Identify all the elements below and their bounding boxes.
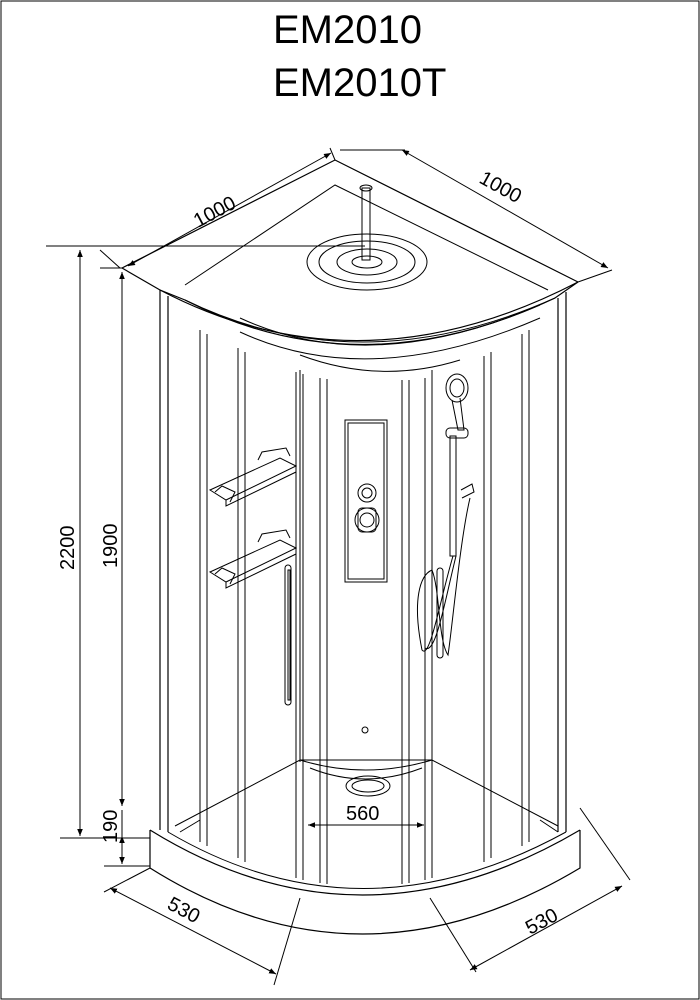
drain [345,775,391,797]
door-handle-left [284,564,292,706]
dim-text-tray-height: 190 [100,810,122,843]
diverter-knob [354,507,380,533]
glass-panels [199,330,530,884]
dim-line-bottom-right [469,885,623,971]
dim-text-door-opening: 560 [346,803,379,825]
hand-shower [416,373,475,657]
shelf-lower [208,539,298,583]
dim-text-top-right: 1000 [476,167,526,208]
cabin-roof [121,159,579,372]
dim-text-bottom-left: 530 [164,893,204,928]
dimension-lines [46,147,631,986]
dim-text-top-left: 1000 [190,192,240,232]
ceiling-pipe [361,187,371,261]
shelf-upper [208,457,298,501]
dim-text-cabin-height: 1900 [100,524,122,569]
control-panel [344,419,388,734]
rain-shower-head [306,233,428,291]
model-title-1: EM2010 [273,8,422,52]
slide-bar [449,435,457,557]
cabin-frame [159,290,567,832]
shelves [208,447,298,589]
dim-line-top-left [127,152,332,267]
model-title-2: EM2010T [273,61,446,105]
dim-line-top-right [401,149,609,269]
mixer-knob [357,483,377,503]
hand-shower-head [445,373,469,403]
dim-line-bottom-left [109,887,277,975]
shower-tray [149,759,581,935]
dim-text-total-height: 2200 [57,526,79,571]
dim-text-bottom-right: 530 [522,904,562,939]
